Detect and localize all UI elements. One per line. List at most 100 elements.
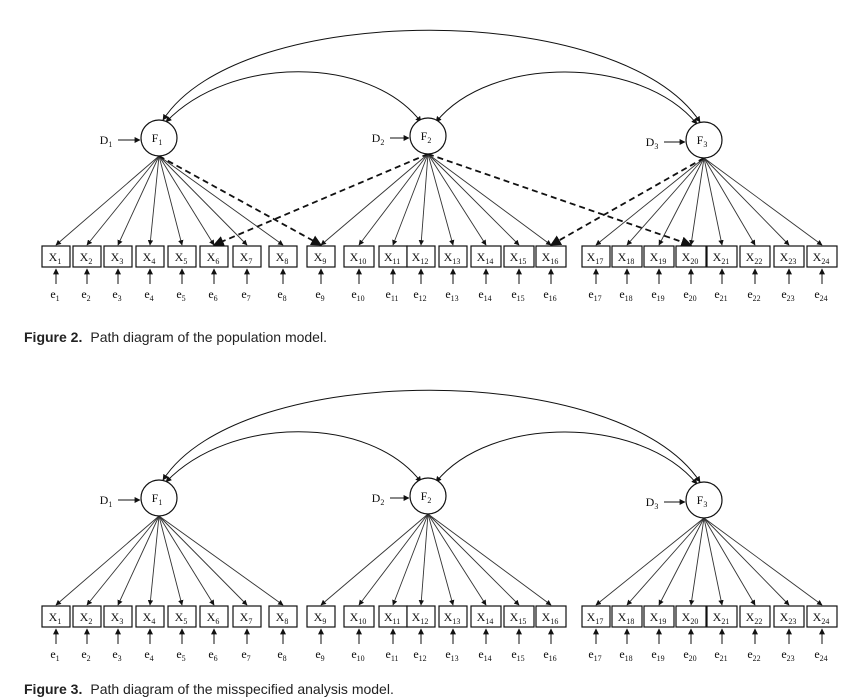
indicator-x7: X7 bbox=[232, 605, 262, 628]
loading-f3-x22 bbox=[703, 157, 756, 246]
indicator-x23: X23 bbox=[773, 245, 805, 268]
factor-label: F2 bbox=[421, 129, 432, 145]
loading-f3-x24 bbox=[703, 157, 823, 246]
factor-label: F1 bbox=[152, 491, 163, 507]
error-e2: e2 bbox=[81, 628, 91, 663]
error-label: e6 bbox=[208, 647, 217, 663]
indicator-box bbox=[135, 245, 165, 268]
indicator-x9: X9 bbox=[306, 245, 336, 268]
loading-f1-x4 bbox=[147, 155, 160, 246]
indicator-x11: X11 bbox=[378, 245, 408, 268]
indicator-box bbox=[343, 605, 375, 628]
error-label: e24 bbox=[814, 287, 827, 303]
loading-f1-x2 bbox=[86, 155, 160, 246]
error-label: e18 bbox=[619, 647, 632, 663]
error-label: e1 bbox=[50, 647, 59, 663]
error-e14: e14 bbox=[478, 268, 492, 303]
indicator-label: X20 bbox=[682, 610, 699, 626]
error-e2: e2 bbox=[81, 268, 91, 303]
indicator-box bbox=[643, 605, 675, 628]
indicator-label: X8 bbox=[276, 250, 289, 266]
loading-f3-x19 bbox=[658, 157, 705, 246]
error-label: e20 bbox=[683, 287, 696, 303]
indicator-label: X4 bbox=[143, 610, 156, 626]
disturbance-label: D3 bbox=[646, 495, 659, 511]
error-e12: e12 bbox=[413, 268, 427, 303]
disturbance-label: D2 bbox=[372, 131, 385, 147]
indicator-label: X13 bbox=[444, 610, 461, 626]
indicator-label: X5 bbox=[175, 250, 188, 266]
indicator-label: X15 bbox=[510, 250, 527, 266]
loading-f1-x6 bbox=[158, 515, 215, 606]
indicator-x21: X21 bbox=[706, 245, 738, 268]
error-e1: e1 bbox=[50, 268, 60, 303]
indicator-label: X12 bbox=[412, 250, 429, 266]
loading-f3-x22 bbox=[703, 517, 756, 606]
loading-f2-x13 bbox=[427, 153, 455, 246]
error-label: e9 bbox=[315, 287, 324, 303]
indicator-box bbox=[706, 605, 738, 628]
indicator-box bbox=[306, 605, 336, 628]
error-label: e23 bbox=[781, 647, 794, 663]
indicator-x15: X15 bbox=[503, 245, 535, 268]
error-e9: e9 bbox=[315, 628, 325, 663]
indicator-x13: X13 bbox=[438, 605, 468, 628]
indicator-label: X21 bbox=[713, 250, 730, 266]
indicator-box bbox=[503, 605, 535, 628]
error-e24: e24 bbox=[814, 628, 828, 663]
indicator-label: X1 bbox=[49, 250, 62, 266]
loading-f2-x9 bbox=[320, 153, 429, 246]
indicator-label: X7 bbox=[240, 250, 253, 266]
error-e4: e4 bbox=[144, 628, 154, 663]
indicator-label: X9 bbox=[314, 610, 327, 626]
indicator-label: X3 bbox=[111, 610, 124, 626]
error-label: e14 bbox=[478, 287, 491, 303]
indicator-label: X13 bbox=[444, 250, 461, 266]
indicator-label: X10 bbox=[350, 250, 367, 266]
loading-f3-x18 bbox=[626, 157, 705, 246]
error-label: e22 bbox=[747, 287, 760, 303]
error-label: e7 bbox=[241, 287, 250, 303]
loading-f1-x1 bbox=[55, 515, 160, 606]
indicator-x17: X17 bbox=[581, 605, 611, 628]
indicator-box bbox=[581, 605, 611, 628]
indicator-box bbox=[806, 245, 838, 268]
indicator-box bbox=[773, 245, 805, 268]
indicator-label: X24 bbox=[813, 610, 830, 626]
indicator-box bbox=[675, 605, 707, 628]
figure-3-label: Figure 3. bbox=[24, 681, 83, 697]
error-e18: e18 bbox=[619, 628, 633, 663]
loading-f3-x17 bbox=[595, 517, 705, 606]
indicator-box bbox=[581, 245, 611, 268]
error-label: e24 bbox=[814, 647, 827, 663]
indicator-label: X18 bbox=[618, 610, 635, 626]
indicator-x5: X5 bbox=[167, 245, 197, 268]
disturbance-d2: D2 bbox=[372, 491, 410, 507]
indicator-label: X14 bbox=[477, 610, 494, 626]
indicator-box bbox=[406, 245, 436, 268]
indicator-x17: X17 bbox=[581, 245, 611, 268]
indicator-box bbox=[535, 245, 567, 268]
indicator-x4: X4 bbox=[135, 245, 165, 268]
indicator-label: X12 bbox=[412, 610, 429, 626]
loading-f3-x20 bbox=[689, 157, 705, 246]
error-label: e16 bbox=[543, 647, 556, 663]
indicator-label: X19 bbox=[650, 250, 667, 266]
indicator-label: X22 bbox=[746, 610, 763, 626]
indicator-x18: X18 bbox=[611, 245, 643, 268]
factor-loadings bbox=[55, 513, 823, 606]
error-label: e5 bbox=[176, 287, 185, 303]
indicator-label: X23 bbox=[780, 610, 797, 626]
error-label: e18 bbox=[619, 287, 632, 303]
indicator-label: X20 bbox=[682, 250, 699, 266]
factor-label: F2 bbox=[421, 489, 432, 505]
error-label: e6 bbox=[208, 287, 217, 303]
figure-2-caption: Figure 2.Path diagram of the population … bbox=[24, 329, 327, 345]
indicator-x14: X14 bbox=[470, 605, 502, 628]
error-e8: e8 bbox=[277, 268, 287, 303]
indicator-x3: X3 bbox=[103, 605, 133, 628]
loading-f3-x23 bbox=[703, 157, 790, 246]
indicator-label: X15 bbox=[510, 610, 527, 626]
indicator-x6: X6 bbox=[199, 245, 229, 268]
loading-f3-x23 bbox=[703, 517, 790, 606]
